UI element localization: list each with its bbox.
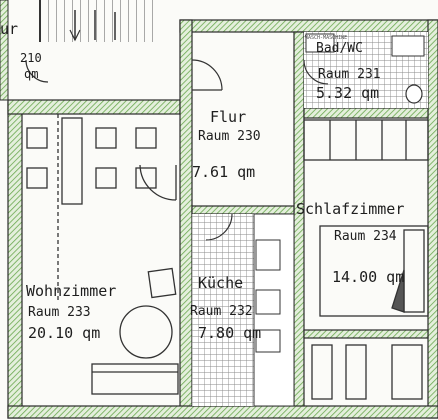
room-wohn-number: Raum 233 (28, 305, 91, 320)
room-kueche-name: Küche (198, 274, 244, 292)
room-flur-name: Flur (210, 108, 247, 126)
room-bad-name: Bad/WC (316, 41, 363, 56)
room-stair-name: ur (0, 20, 19, 38)
room-flur-number: Raum 230 (198, 129, 261, 144)
kitchen-floor (192, 213, 295, 407)
walls (7, 19, 438, 419)
room-schlaf-number: Raum 234 (334, 229, 397, 244)
room-bad-area: 5.32 qm (316, 84, 380, 102)
room-stair-area: qm (24, 67, 39, 81)
bathroom-floor (304, 32, 428, 108)
bedroom-furniture (303, 119, 429, 400)
room-stair-number: 210 (20, 51, 42, 65)
room-wohn-area: 20.10 qm (28, 324, 101, 342)
staircase (39, 0, 158, 42)
room-kueche-area: 7.80 qm (198, 324, 262, 342)
room-wohn-name: Wohnzimmer (26, 282, 117, 300)
washing-machine-label: WASCH-MASCHINE (305, 35, 348, 41)
room-schlaf-area: 14.00 qm (332, 268, 405, 286)
room-schlaf-name: Schlafzimmer (296, 200, 405, 218)
room-flur-area: 7.61 qm (192, 163, 256, 181)
room-kueche-number: Raum 232 (190, 304, 253, 319)
doors (25, 59, 329, 241)
living-room-furniture (26, 114, 179, 395)
room-bad-number: Raum 231 (318, 67, 381, 82)
